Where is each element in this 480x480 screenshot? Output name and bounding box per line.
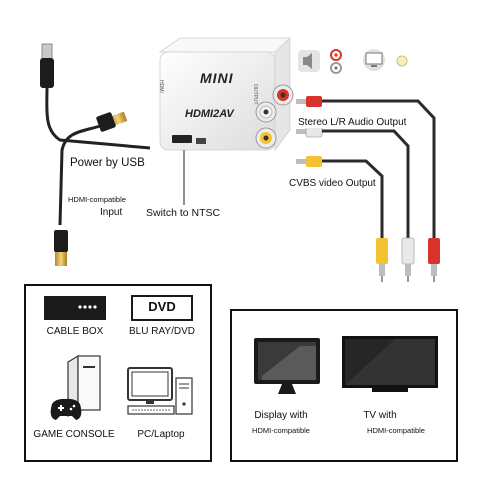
rca-plug-yellow-icon xyxy=(376,238,388,282)
hdmi-plug-icon xyxy=(54,230,68,252)
video-indicator-icon xyxy=(396,55,408,67)
dvd-badge: DVD xyxy=(148,299,176,314)
video-screen-icon xyxy=(363,49,385,71)
usb-cable xyxy=(40,43,151,150)
display-caption-monitor: Display with xyxy=(254,410,308,421)
sources-box xyxy=(24,284,212,462)
source-caption-pc: PC/Laptop xyxy=(137,429,185,440)
device-port-left-label: HDMI xyxy=(158,80,164,93)
speaker-icon xyxy=(298,50,320,72)
connection-illustration xyxy=(40,37,440,282)
device-model: HDMI2AV xyxy=(185,108,234,120)
rca-audio-indicator-icon xyxy=(330,49,342,74)
display-sub-tv: HDMI-compatible xyxy=(367,426,425,435)
rca-plug-red-icon xyxy=(428,238,440,282)
display-sub-monitor: HDMI-compatible xyxy=(252,426,310,435)
hdmi-cable-top xyxy=(54,111,128,266)
hdmi-input-label-line2: Input xyxy=(100,207,123,218)
device-port-right-label: OUTPUT xyxy=(252,84,258,105)
usb-plug-metal-icon xyxy=(41,43,53,61)
source-caption-cable-box: CABLE BOX xyxy=(46,326,104,337)
converter-device xyxy=(158,37,294,152)
power-label: Power by USB xyxy=(70,157,145,169)
switch-ntsc-label: Switch to NTSC xyxy=(146,207,221,219)
display-caption-tv: TV with xyxy=(363,410,397,421)
rca-plug-white-icon xyxy=(401,237,415,282)
hdmi-input-label-line1: HDMI-compatible xyxy=(68,195,126,204)
hdmi-connector-bottom-icon xyxy=(55,252,67,266)
displays-box xyxy=(230,309,458,462)
usb-plug-icon xyxy=(40,58,54,88)
device-brand: MINI xyxy=(200,70,234,86)
stereo-audio-label: Stereo L/R Audio Output xyxy=(296,117,409,128)
cvbs-video-label: CVBS video Output xyxy=(287,178,378,189)
source-caption-game-console: GAME CONSOLE xyxy=(33,429,115,440)
source-caption-dvd: BLU RAY/DVD xyxy=(129,326,195,337)
rca-cables xyxy=(296,96,436,238)
